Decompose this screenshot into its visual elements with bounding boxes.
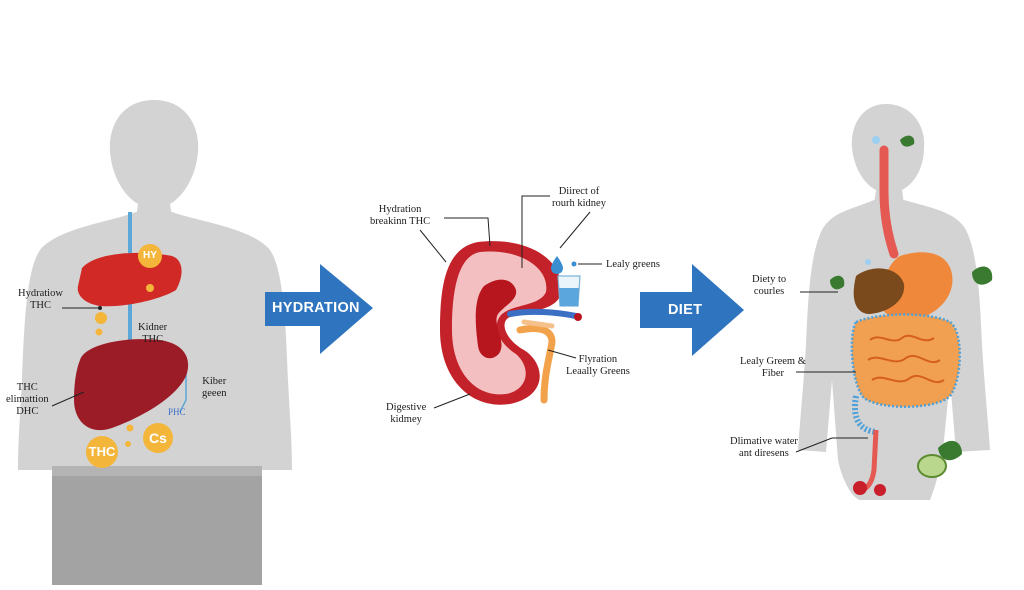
badge-thc-circle — [86, 436, 118, 468]
badge-cs-text: Cs — [149, 430, 167, 446]
water-glass-fill — [559, 288, 579, 306]
kidney-vein-end — [574, 313, 582, 321]
right-liver — [853, 268, 905, 314]
right-stomach — [879, 252, 953, 321]
badge-cs-circle — [143, 423, 173, 453]
pointer-direct-2 — [559, 211, 591, 249]
small-drop-icon — [571, 261, 577, 267]
left-legs — [52, 470, 262, 585]
label-direct-kidney: Diirect of rourh kidney — [552, 186, 606, 209]
badge-hy-circle — [138, 244, 162, 268]
right-red-organ-1 — [853, 481, 867, 495]
label-flyration: Flyration Leaally Greens — [566, 354, 630, 377]
left-head — [109, 100, 199, 218]
kidney-vein-blue — [507, 308, 579, 319]
right-esophagus — [879, 145, 899, 259]
badge-thc-text: THC — [88, 444, 116, 459]
diet-arrow-shape — [640, 264, 744, 356]
left-body-figure — [18, 100, 292, 585]
kidney-ureter — [516, 325, 556, 404]
label-water-diresens: Dlimative water ant diresens — [730, 436, 798, 459]
badge-small-dot — [146, 284, 154, 292]
hydration-arrow-shape — [265, 264, 373, 354]
pointer-hydratiow-dot — [98, 306, 102, 310]
badge-tiny-1 — [126, 424, 134, 432]
badge-yellow-drop-small — [95, 328, 103, 336]
kidney-ureter-tip — [521, 319, 555, 329]
label-digestive: Digestive kidmey — [386, 402, 427, 425]
pointer-hydration-breakinn-2 — [444, 217, 491, 247]
label-hydration-breakinn: Hydration breakinn THC — [370, 204, 431, 227]
right-body-figure — [795, 104, 993, 500]
diet-arrow-label: DIET — [668, 302, 703, 318]
right-colon — [852, 395, 877, 435]
pointer-elimination — [51, 391, 85, 407]
badge-yellow-drop — [95, 312, 107, 324]
label-leafy-greens: Lealy greens — [606, 259, 660, 270]
leaf-icon-2 — [972, 266, 993, 285]
kidney-group — [419, 195, 602, 409]
right-red-organ-2 — [874, 484, 886, 496]
cucumber-icon — [917, 454, 947, 478]
left-dark-organ — [74, 339, 189, 431]
kidney-medulla — [475, 279, 517, 359]
left-waist-shadow — [52, 466, 262, 476]
small-tag-phc: PHC — [168, 407, 186, 417]
label-kidner: Kidner THC — [138, 322, 168, 345]
pointer-flyration — [547, 349, 577, 359]
pointer-hydration-breakinn — [419, 229, 447, 263]
right-intestine-coils — [867, 334, 945, 383]
kidney-inner — [452, 251, 547, 395]
sparkle-icon-2 — [865, 259, 871, 265]
label-diety: Diety to courles — [752, 274, 787, 297]
pointer-direct — [521, 195, 550, 268]
water-drop-icon — [551, 256, 563, 274]
leaf-icon-3 — [830, 275, 845, 290]
sparkle-icon-1 — [872, 136, 880, 144]
right-intestines — [850, 313, 961, 408]
label-hydratiow: Hydratiow THC — [18, 288, 63, 311]
badge-tiny-2 — [125, 441, 131, 447]
label-kiber: Kiber geeen — [202, 376, 227, 399]
leaf-icon-1 — [900, 135, 915, 147]
pointer-digestive — [433, 393, 471, 409]
badge-hy-text: HY — [143, 250, 157, 261]
leaf-icon-4 — [938, 440, 962, 461]
label-leafy-fiber: Lealy Greem & Fiber — [740, 356, 806, 379]
pointer-water — [795, 437, 833, 453]
hydration-arrow-label: HYDRATION — [272, 300, 360, 316]
label-elimination: THC elimattion DHC — [6, 382, 49, 417]
